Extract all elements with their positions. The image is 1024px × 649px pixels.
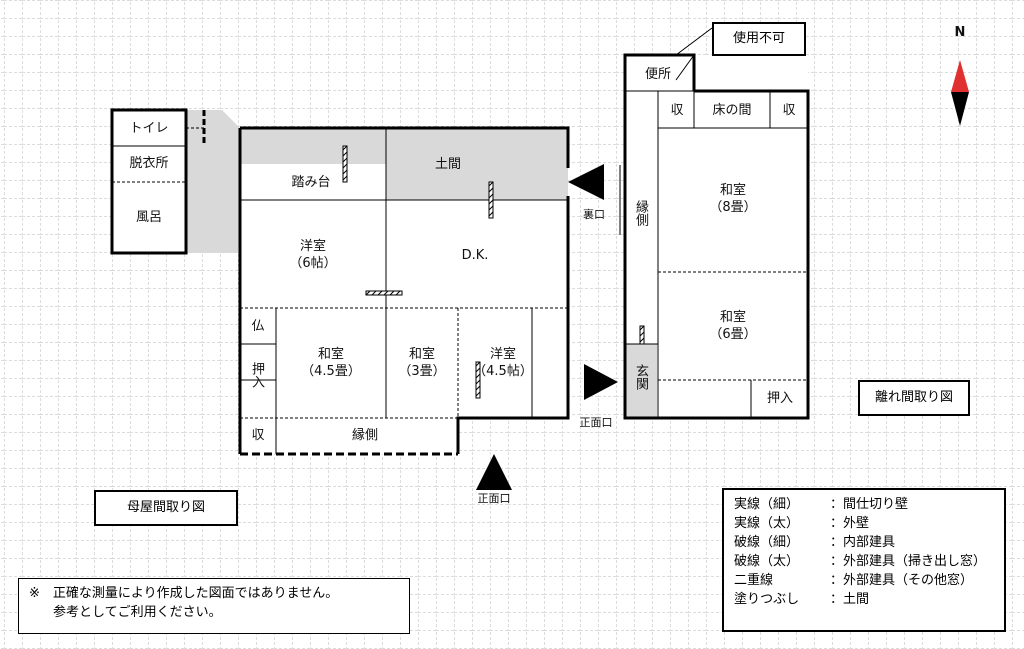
room-label-toilet: トイレ [129, 121, 169, 136]
room-label-annex-storage-right: 収 [782, 103, 796, 118]
room-name: 和室 [408, 347, 435, 362]
room-label-japanese-room-4-5: 和室 （4.5畳） [296, 346, 366, 380]
unusable-label: 使用不可 [732, 31, 785, 46]
annex-partitions [619, 27, 808, 418]
room-label-tokonoma: 床の間 [712, 103, 752, 118]
room-name: 和室 [719, 310, 746, 325]
room-label-annex-closet: 押入 [766, 391, 793, 406]
room-label-annex-entrance: 玄関 [633, 364, 648, 390]
room-name: 和室 [317, 347, 344, 362]
room-label-western-room-4-5: 洋室 （4.5帖） [466, 346, 540, 380]
main-house-partitions [240, 128, 568, 454]
room-label-annex-storage-left: 収 [670, 103, 684, 118]
room-label-closet: 押入 [249, 362, 264, 388]
room-size: （6畳） [709, 327, 757, 342]
room-size: （6帖） [289, 256, 337, 271]
room-size: （3畳） [398, 364, 446, 379]
main-house-title-box: 母屋間取り図 [94, 490, 238, 526]
room-label-annex-toilet: 便所 [644, 67, 671, 82]
room-label-veranda: 縁側 [351, 428, 378, 443]
legend-box: 実線（細）：間仕切り壁 実線（太）：外壁 破線（細）：内部建具 破線（太）：外部… [722, 488, 1006, 632]
room-label-doma: 土間 [434, 157, 461, 172]
entrance-label-back: 裏口 [583, 208, 605, 221]
room-label-dk: D.K. [461, 248, 489, 263]
bath-wing [110, 108, 206, 255]
legend-row: 破線（太）：外部建具（掃き出し窓） [734, 554, 987, 569]
legend-row: 塗りつぶし：土間 [734, 592, 870, 607]
room-size: （8畳） [709, 200, 757, 215]
annex-doma-fill [625, 344, 657, 418]
room-label-japanese-room-8: 和室 （8畳） [696, 182, 770, 216]
room-label-annex-veranda: 縁側 [633, 200, 648, 226]
room-label-bath: 風呂 [135, 210, 162, 225]
main-house-title: 母屋間取り図 [126, 500, 205, 515]
note-line-2: 参考としてご利用ください。 [53, 605, 222, 620]
room-size: （4.5帖） [473, 364, 533, 379]
disclaimer-note: ※ 正確な測量により作成した図面ではありません。 参考としてご利用ください。 [18, 578, 410, 634]
legend-row: 実線（太）：外壁 [734, 516, 870, 531]
room-label-dressing: 脱衣所 [129, 156, 169, 171]
room-label-western-room-6: 洋室 （6帖） [280, 238, 346, 272]
room-name: 洋室 [299, 239, 326, 254]
room-name: 和室 [719, 183, 746, 198]
room-label-altar: 仏 [251, 319, 265, 334]
note-line-1: ※ 正確な測量により作成した図面ではありません。 [29, 586, 339, 601]
room-label-japanese-room-3: 和室 （3畳） [390, 346, 454, 380]
annex-title: 離れ間取り図 [874, 390, 953, 405]
room-label-storage: 収 [251, 428, 265, 443]
legend-row: 二重線：外部建具（その他窓） [734, 573, 974, 588]
annex-entrance-arrow [584, 364, 618, 400]
room-size: （4.5畳） [301, 364, 361, 379]
compass-arrow-icon [951, 60, 969, 126]
legend-row: 実線（細）：間仕切り壁 [734, 497, 909, 512]
main-entrance-arrow [476, 454, 512, 490]
annex-title-box: 離れ間取り図 [858, 380, 970, 416]
compass-north-label: N [954, 25, 966, 40]
legend-row: 破線（細）：内部建具 [734, 535, 896, 550]
room-label-step: 踏み台 [291, 175, 331, 190]
room-label-japanese-room-6: 和室 （6畳） [696, 309, 770, 343]
entrance-label-annex-front: 正面口 [579, 416, 613, 429]
room-name: 洋室 [489, 347, 516, 362]
entrance-label-main-front: 正面口 [477, 492, 511, 505]
back-entrance-arrow [568, 164, 604, 200]
unusable-label-box: 使用不可 [712, 22, 806, 56]
